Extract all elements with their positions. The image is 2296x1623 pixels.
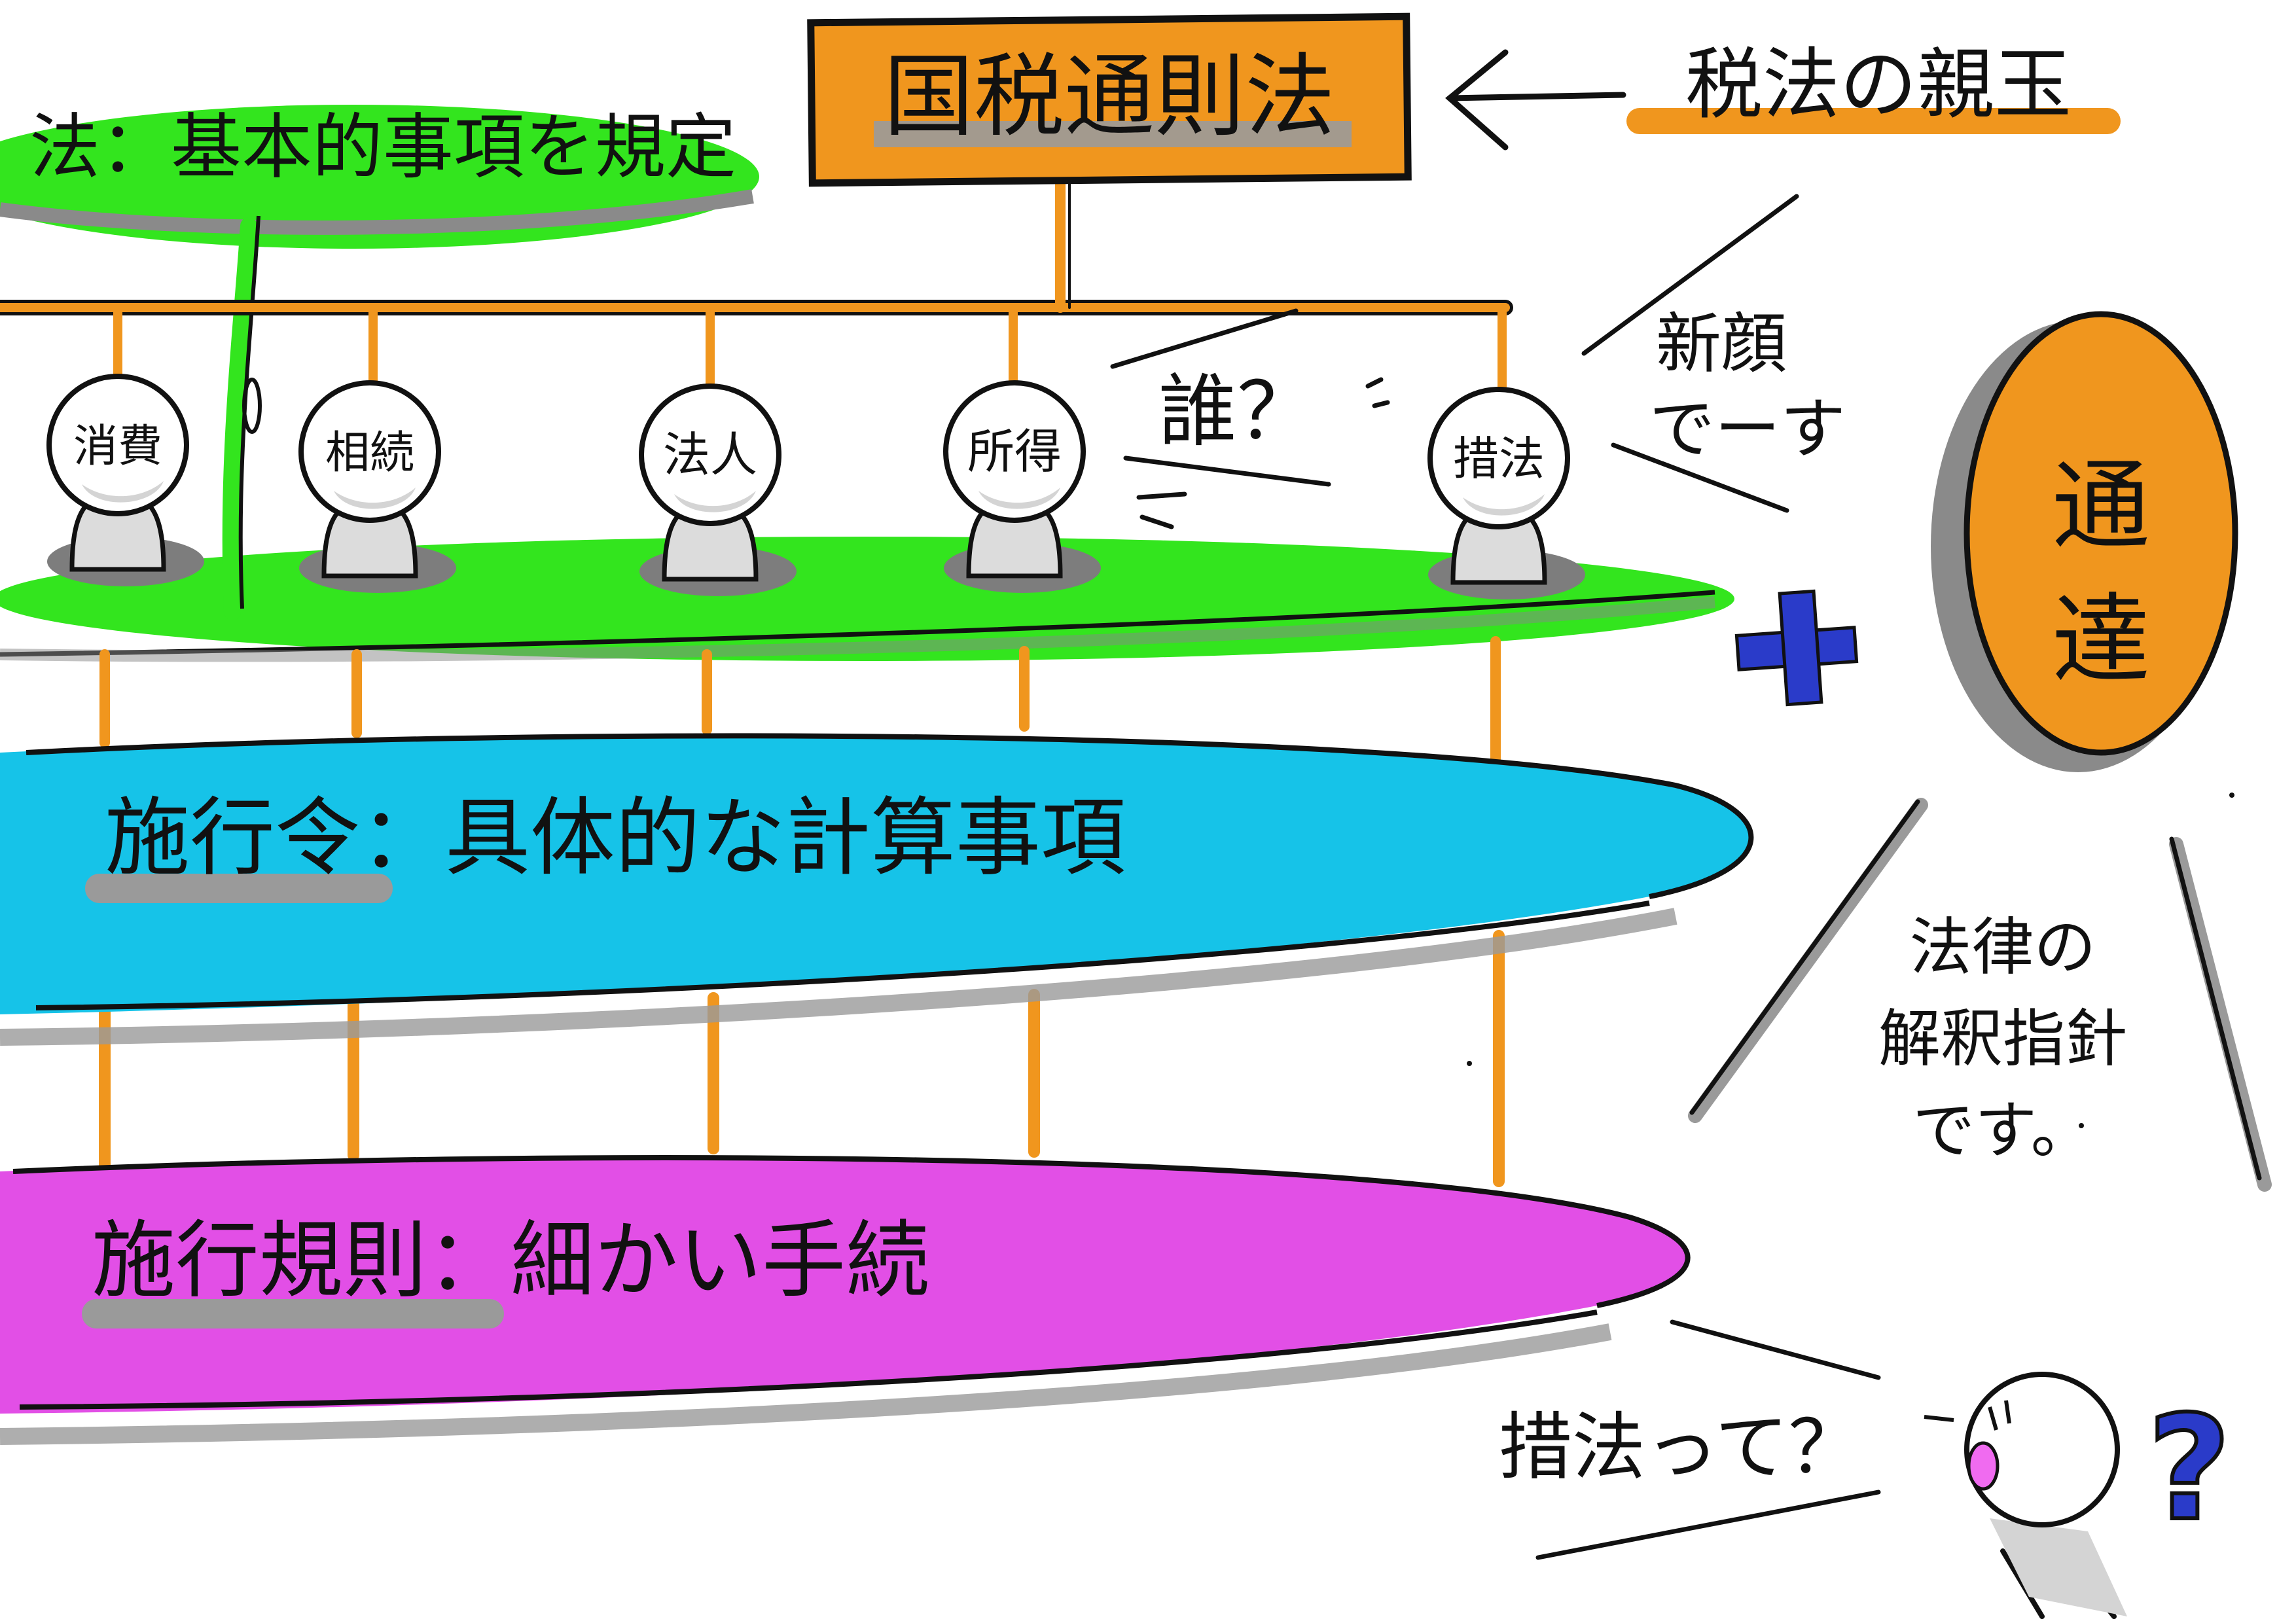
law-label-text: 法：基本的事項を規定 bbox=[29, 107, 736, 188]
title-text: 国税通則法 bbox=[884, 44, 1335, 149]
left-arrow-icon bbox=[1445, 49, 1626, 151]
plus-icon bbox=[1734, 589, 1859, 707]
tax-figure-income: 所得 bbox=[944, 383, 1101, 593]
tax-figure-consumption: 消費 bbox=[47, 376, 204, 586]
new-face-line-2: でーす bbox=[1649, 391, 1846, 467]
question-mark-icon: ? bbox=[2145, 1383, 2233, 1554]
title-box: 国税通則法 bbox=[807, 12, 1412, 187]
person-figure-icon bbox=[1924, 1372, 2127, 1619]
question-mark-glyph: ? bbox=[2147, 1385, 2231, 1552]
tsutatsu-char-2: 達 bbox=[2052, 584, 2150, 698]
title-note-text: 税法の親玉 bbox=[1685, 39, 2072, 130]
tsutatsu-group: 通 達 法律の 解釈指針 です。 bbox=[1688, 311, 2272, 1192]
tax-label: 所得 bbox=[967, 424, 1062, 479]
tax-label: 消費 bbox=[73, 421, 162, 473]
tsutatsu-note-line-1: 法律の bbox=[1909, 912, 2096, 984]
title-note: 税法の親玉 bbox=[1626, 39, 2121, 134]
who-text: 誰？ bbox=[1158, 366, 1316, 457]
law-label-bubble: 法：基本的事項を規定 bbox=[0, 105, 759, 620]
tsutatsu-note-line-2: 解釈指針 bbox=[1878, 1003, 2127, 1075]
tax-label: 相続 bbox=[325, 427, 414, 479]
hierarchy-connectors bbox=[0, 171, 1513, 1187]
new-face-line-1: 新顔 bbox=[1656, 306, 1787, 382]
tsutatsu-oval bbox=[1964, 311, 2238, 756]
new-face-callout bbox=[1581, 194, 1799, 513]
tax-label: 措法 bbox=[1453, 432, 1545, 486]
tsutatsu-char-1: 通 bbox=[2052, 450, 2150, 563]
tax-figure-special-measures: 措法 bbox=[1428, 389, 1585, 599]
tax-figure-inheritance: 相続 bbox=[299, 383, 456, 593]
tax-figure-corporate: 法人 bbox=[639, 386, 797, 596]
cabinet-order-layer: 施行令：具体的な計算事項 bbox=[0, 733, 1754, 1046]
ministry-rule-text: 施行規則：細かい手続 bbox=[92, 1212, 929, 1310]
tax-label: 法人 bbox=[663, 427, 757, 482]
cabinet-order-text: 施行令：具体的な計算事項 bbox=[105, 788, 1126, 887]
question-callout bbox=[1535, 1319, 1881, 1560]
ministry-rule-layer: 施行規則：細かい手続 bbox=[0, 1155, 1691, 1445]
question-text: 措法って？ bbox=[1499, 1405, 1861, 1490]
tsutatsu-note-line-3: です。 bbox=[1912, 1095, 2093, 1167]
who-callout bbox=[1110, 308, 1390, 529]
